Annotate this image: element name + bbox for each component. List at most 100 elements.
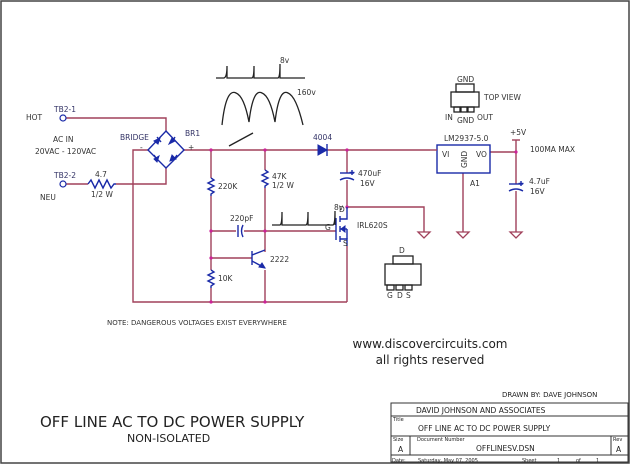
junctions xyxy=(209,148,518,304)
bridge-label: BRIDGE xyxy=(120,133,149,142)
tb-date: Saturday, May 07, 2005 xyxy=(418,458,478,464)
regulator-lm2937: VI VO GND LM2937-5.0 A1 xyxy=(430,134,491,188)
ground-icon xyxy=(416,231,432,239)
wire-drain-ground xyxy=(347,206,425,232)
svg-text:GND: GND xyxy=(460,151,469,168)
svg-text:Date:: Date: xyxy=(392,458,406,464)
tb-doc-number: OFFLINESV.DSN xyxy=(476,444,535,453)
svg-text:8v: 8v xyxy=(280,56,290,65)
svg-text:4.7uF: 4.7uF xyxy=(529,177,550,186)
waveform-arrow xyxy=(228,132,254,147)
tb-size: A xyxy=(398,445,404,454)
rights-note: all rights reserved xyxy=(376,353,485,367)
svg-text:LM2937-5.0: LM2937-5.0 xyxy=(444,134,489,143)
bridge-ref: BR1 xyxy=(185,129,200,138)
diode-4004: 4004 xyxy=(313,133,332,156)
svg-text:-: - xyxy=(140,143,143,152)
svg-text:470uF: 470uF xyxy=(358,169,381,178)
ground-icon xyxy=(455,231,471,239)
mosfet-irl620s: D G S IRL620S xyxy=(325,205,388,248)
main-title: OFF LINE AC TO DC POWER SUPPLY xyxy=(40,413,305,431)
resistor-47k: 47K 1/2 W xyxy=(260,169,294,190)
svg-text:GND: GND xyxy=(457,75,474,84)
svg-text:VI: VI xyxy=(442,150,449,159)
svg-text:Title: Title xyxy=(392,417,404,423)
ac-in-label: AC IN xyxy=(53,135,73,144)
svg-text:OUT: OUT xyxy=(477,113,493,122)
svg-text:IN: IN xyxy=(445,113,453,122)
svg-text:220pF: 220pF xyxy=(230,214,253,223)
svg-text:Rev: Rev xyxy=(613,437,622,443)
svg-text:G: G xyxy=(387,291,393,300)
transistor-2222: 2222 xyxy=(251,249,289,269)
terminal-neu-label: NEU xyxy=(40,193,56,202)
website-link[interactable]: www.discovercircuits.com xyxy=(353,337,508,351)
svg-text:D: D xyxy=(339,205,345,214)
terminal-neu: TB2-2 NEU xyxy=(40,171,76,202)
resistor-10k: 10K xyxy=(206,269,234,288)
svg-text:100MA MAX: 100MA MAX xyxy=(530,145,575,154)
ac-in-range: 20VAC - 120VAC xyxy=(35,147,96,156)
terminal-neu-ref: TB2-2 xyxy=(53,171,76,180)
svg-text:1/2 W: 1/2 W xyxy=(272,181,294,190)
ground-icon xyxy=(508,231,524,239)
sub-title: NON-ISOLATED xyxy=(127,432,210,445)
waveform-gate-pulses: 8v xyxy=(272,203,344,226)
warning-note: NOTE: DANGEROUS VOLTAGES EXIST EVERYWHER… xyxy=(107,319,287,327)
capacitor-220pf: 220pF xyxy=(230,214,253,238)
svg-text:+5V: +5V xyxy=(510,128,527,137)
svg-text:Sheet: Sheet xyxy=(522,458,536,464)
resistor-series: 4.7 1/2 W xyxy=(87,170,116,199)
svg-text:16V: 16V xyxy=(530,187,546,196)
tb-title: OFF LINE AC TO DC POWER SUPPLY xyxy=(418,424,551,433)
svg-text:2222: 2222 xyxy=(270,255,289,264)
svg-text:VO: VO xyxy=(476,150,487,159)
vout-5v: +5V 100MA MAX xyxy=(510,128,575,154)
tb-rev: A xyxy=(616,445,622,454)
svg-text:Document Number: Document Number xyxy=(417,437,466,443)
svg-text:G: G xyxy=(325,223,331,232)
svg-text:+: + xyxy=(188,143,194,152)
svg-text:of: of xyxy=(576,458,581,464)
svg-text:TOP VIEW: TOP VIEW xyxy=(483,93,521,102)
terminal-hot-label: HOT xyxy=(26,113,43,122)
svg-text:D: D xyxy=(399,246,405,255)
svg-text:220K: 220K xyxy=(218,182,238,191)
svg-text:4004: 4004 xyxy=(313,133,332,142)
svg-text:160v: 160v xyxy=(297,88,316,97)
svg-text:D: D xyxy=(397,291,403,300)
wire-hot xyxy=(66,117,167,131)
svg-text:10K: 10K xyxy=(218,274,234,283)
tb-company: DAVID JOHNSON AND ASSOCIATES xyxy=(416,406,546,415)
svg-text:4.7: 4.7 xyxy=(95,170,107,179)
svg-text:S: S xyxy=(406,291,411,300)
wire-ground-rail xyxy=(132,149,347,303)
regulator-package: GND TOP VIEW IN GND OUT xyxy=(445,75,521,125)
svg-text:16V: 16V xyxy=(360,179,376,188)
svg-text:Size: Size xyxy=(393,437,403,443)
ground-symbols xyxy=(416,231,524,239)
svg-text:1/2 W: 1/2 W xyxy=(91,190,113,199)
svg-text:1: 1 xyxy=(557,458,560,464)
drawn-by: DRAWN BY: DAVE JOHNSON xyxy=(502,391,597,399)
svg-text:A1: A1 xyxy=(470,179,480,188)
terminal-hot: TB2-1 HOT xyxy=(26,105,76,122)
capacitor-4-7uf: 4.7uF 16V xyxy=(508,177,550,196)
terminal-hot-ref: TB2-1 xyxy=(53,105,76,114)
svg-text:47K: 47K xyxy=(272,172,288,181)
waveform-top-pulses: 8v xyxy=(216,56,305,79)
wires xyxy=(66,117,517,303)
svg-text:IRL620S: IRL620S xyxy=(357,221,388,230)
svg-text:8v: 8v xyxy=(334,203,344,212)
svg-text:S: S xyxy=(343,239,348,248)
svg-text:GND: GND xyxy=(457,116,474,125)
mosfet-package: D G D S xyxy=(384,246,422,300)
wire-neu-bridge xyxy=(116,168,167,185)
resistor-220k: 220K xyxy=(206,177,238,196)
capacitor-470uf: 470uF 16V xyxy=(339,169,381,188)
title-block: DAVID JOHNSON AND ASSOCIATES Title OFF L… xyxy=(390,402,629,464)
bridge-rectifier: BRIDGE BR1 - + xyxy=(120,129,200,169)
waveform-rectified: 160v xyxy=(221,88,316,126)
